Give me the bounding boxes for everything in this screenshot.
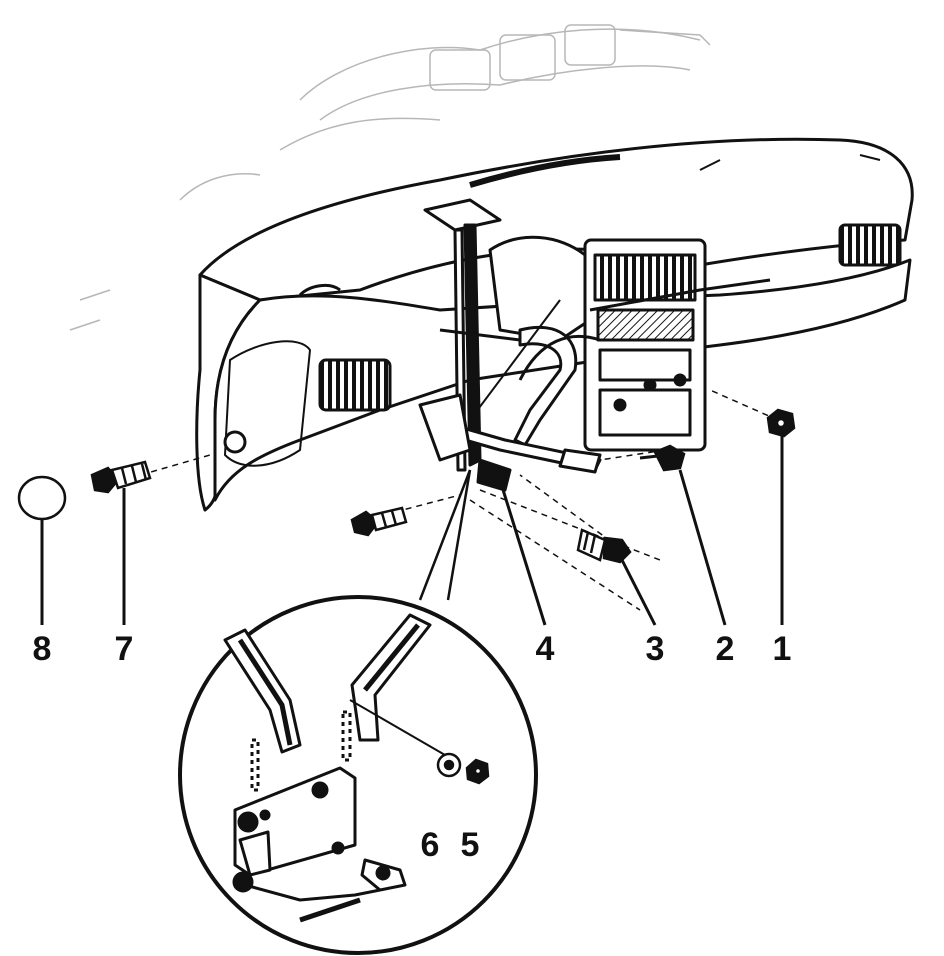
detail-link-lines — [418, 469, 472, 601]
background-sketch — [69, 24, 711, 331]
fasteners — [17, 408, 796, 564]
cap-plug-icon — [17, 475, 67, 521]
detail-inset — [178, 595, 538, 955]
callout-8: 8 — [33, 630, 52, 668]
support-bracket — [418, 198, 771, 492]
callout-7: 7 — [115, 630, 134, 668]
callout-labels: 8 7 4 3 2 1 6 5 — [33, 630, 792, 864]
callout-6: 6 — [421, 826, 440, 864]
dashboard-panel — [195, 137, 914, 512]
bolt-7-icon — [90, 460, 152, 494]
callout-5: 5 — [461, 826, 480, 864]
left-vent-icon — [318, 358, 392, 412]
callout-2: 2 — [716, 630, 735, 668]
washer-6-icon — [436, 752, 462, 778]
right-vent-icon — [838, 223, 902, 267]
bolt-2-icon — [639, 444, 686, 472]
bolt-3-icon — [576, 528, 632, 564]
nut-5-icon — [465, 758, 490, 785]
callout-4: 4 — [536, 630, 555, 668]
bolt-middle-icon — [350, 506, 408, 537]
callout-3: 3 — [646, 630, 665, 668]
callout-1: 1 — [773, 630, 792, 668]
nut-1-icon — [766, 408, 796, 438]
